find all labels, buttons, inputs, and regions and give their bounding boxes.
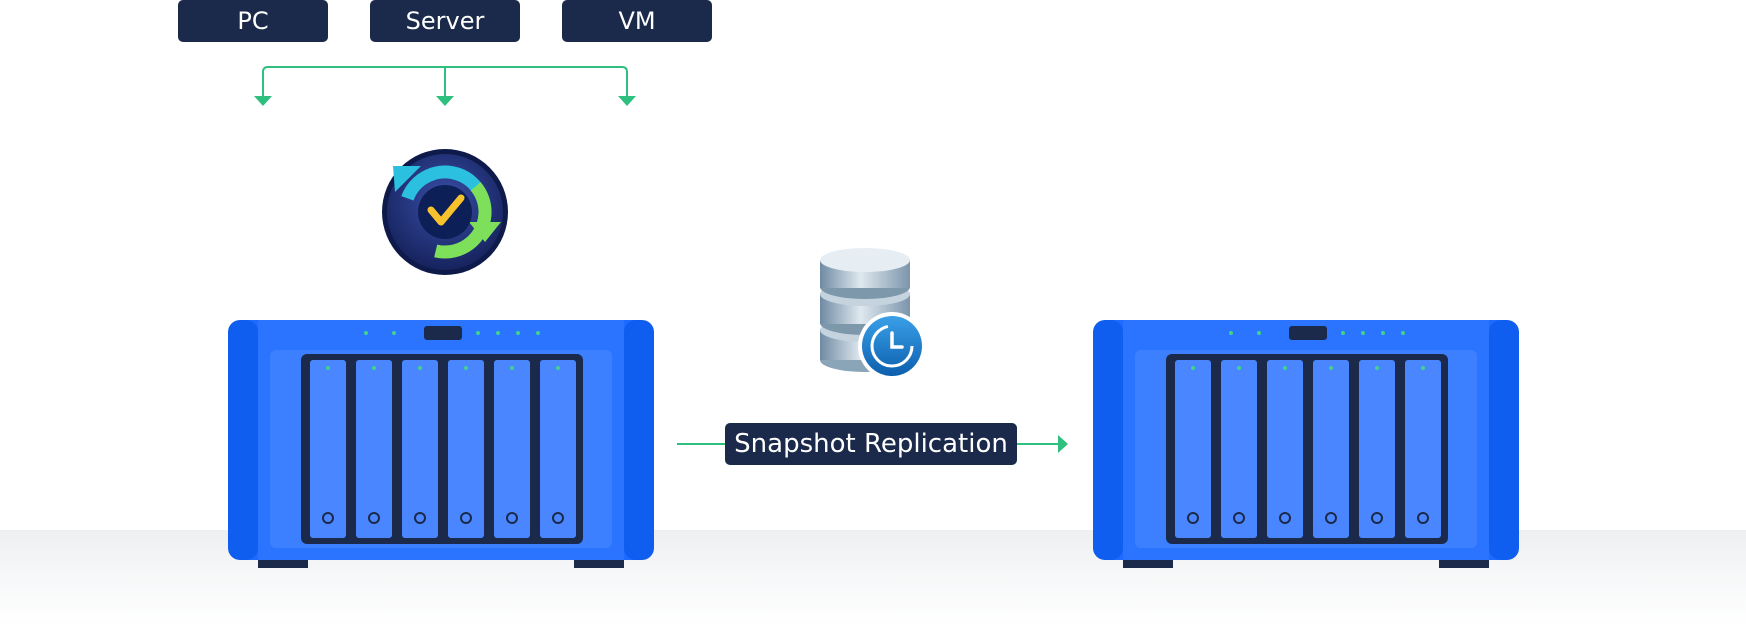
target-nas-device (1092, 319, 1520, 569)
snapshot-replication-label: Snapshot Replication (725, 423, 1017, 465)
source-nas-device (227, 319, 655, 569)
snapshot-replication-icon (820, 248, 926, 380)
arrow-head-vm (618, 96, 636, 106)
arrow-head-server (436, 96, 454, 106)
source-vm-label: VM (562, 0, 712, 42)
active-backup-icon (382, 149, 508, 275)
source-pc-label: PC (178, 0, 328, 42)
source-arrows (262, 66, 628, 96)
arrow-head-pc (254, 96, 272, 106)
source-server-label: Server (370, 0, 520, 42)
